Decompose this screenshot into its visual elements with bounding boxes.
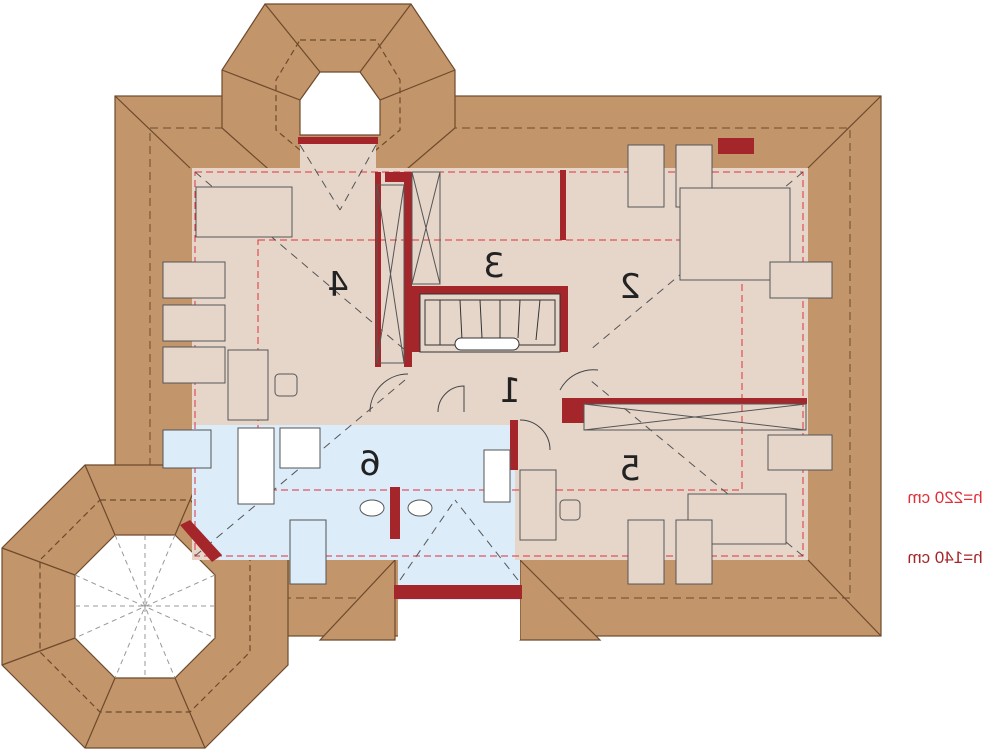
doors [369, 369, 599, 451]
furniture [162, 144, 833, 585]
room-labels: 4 3 2 1 5 6 [327, 246, 641, 489]
bottom-dormers [318, 558, 602, 641]
room-label-3: 3 [483, 246, 505, 286]
height-legend: h=220 cm h=140 cm [907, 488, 982, 567]
wardrobes [376, 171, 807, 431]
legend-height-140: h=140 cm [907, 548, 982, 567]
top-turret-roof [221, 3, 456, 176]
staircase [419, 293, 561, 353]
room-label-1: 1 [499, 371, 521, 411]
room-label-5: 5 [619, 449, 641, 489]
legend-height-220: h=220 cm [907, 488, 982, 507]
room-label-6: 6 [359, 444, 381, 484]
room-label-4: 4 [327, 265, 349, 305]
room-label-2: 2 [619, 267, 641, 307]
walls [180, 137, 807, 599]
